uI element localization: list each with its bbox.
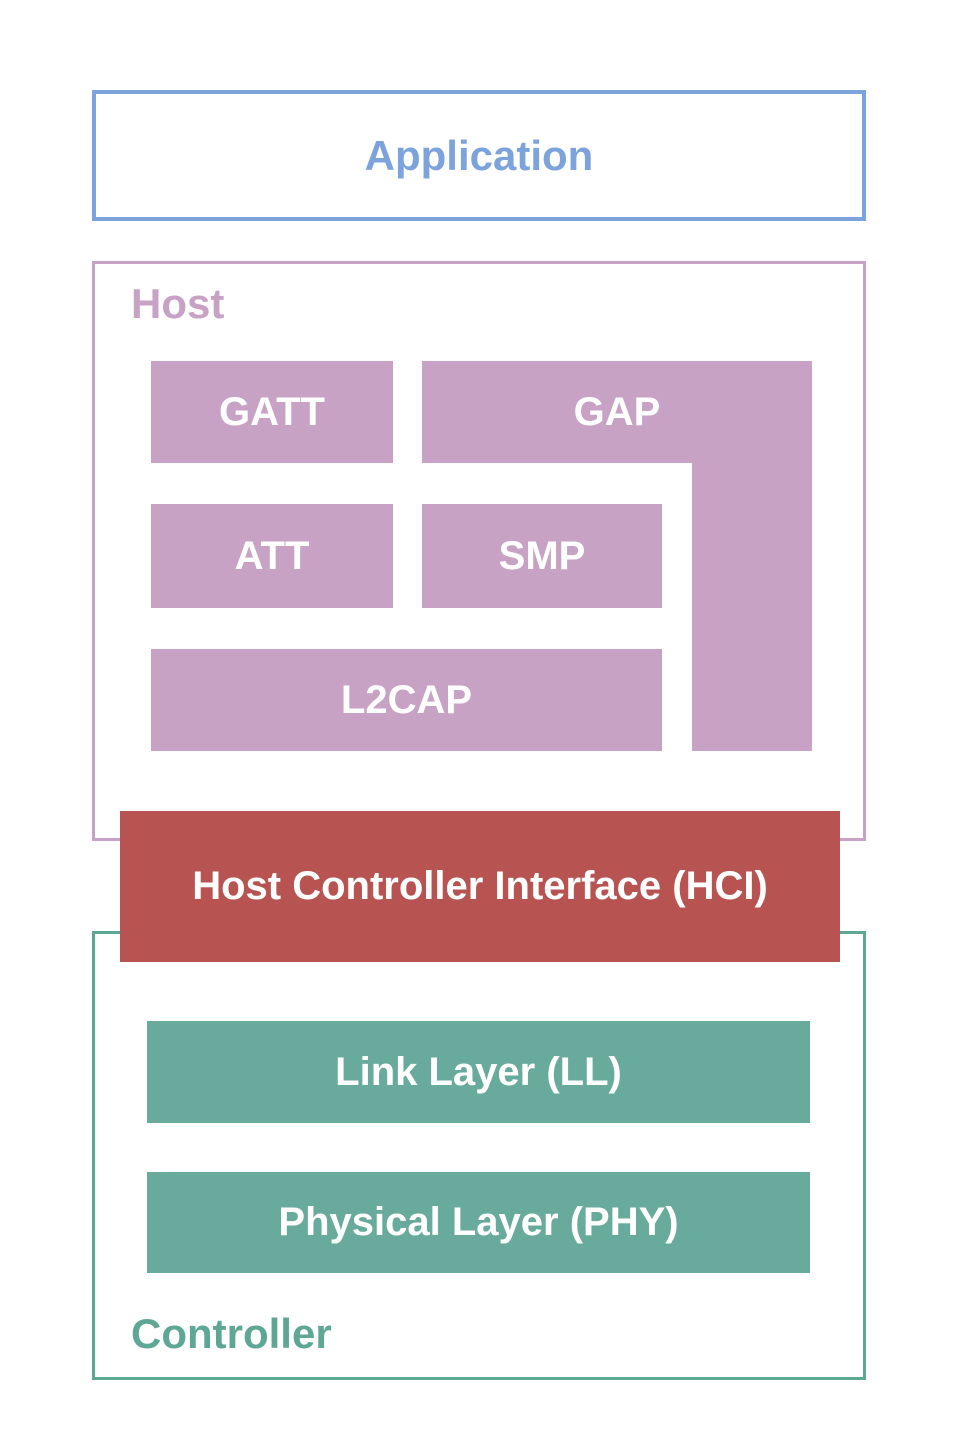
- application-box: Application: [92, 90, 866, 221]
- block-gap: GAP: [422, 361, 812, 463]
- block-gap-column: [692, 463, 812, 751]
- block-smp: SMP: [422, 504, 662, 608]
- block-physical-layer: Physical Layer (PHY): [147, 1172, 810, 1273]
- hci-label: Host Controller Interface (HCI): [192, 864, 768, 908]
- l2cap-label: L2CAP: [340, 677, 473, 722]
- gap-label: GAP: [573, 389, 661, 434]
- physical-layer-label: Physical Layer (PHY): [278, 1200, 679, 1244]
- gatt-label: GATT: [219, 389, 325, 434]
- host-label: Host: [131, 280, 225, 327]
- block-att: ATT: [151, 504, 393, 608]
- block-gatt: GATT: [151, 361, 393, 463]
- block-link-layer: Link Layer (LL): [147, 1021, 810, 1123]
- att-label: ATT: [234, 533, 310, 578]
- block-hci: Host Controller Interface (HCI): [120, 811, 840, 962]
- block-l2cap: L2CAP: [151, 649, 662, 751]
- link-layer-label: Link Layer (LL): [335, 1049, 622, 1094]
- application-label: Application: [364, 131, 594, 179]
- controller-label: Controller: [131, 1310, 332, 1357]
- smp-label: SMP: [498, 533, 586, 578]
